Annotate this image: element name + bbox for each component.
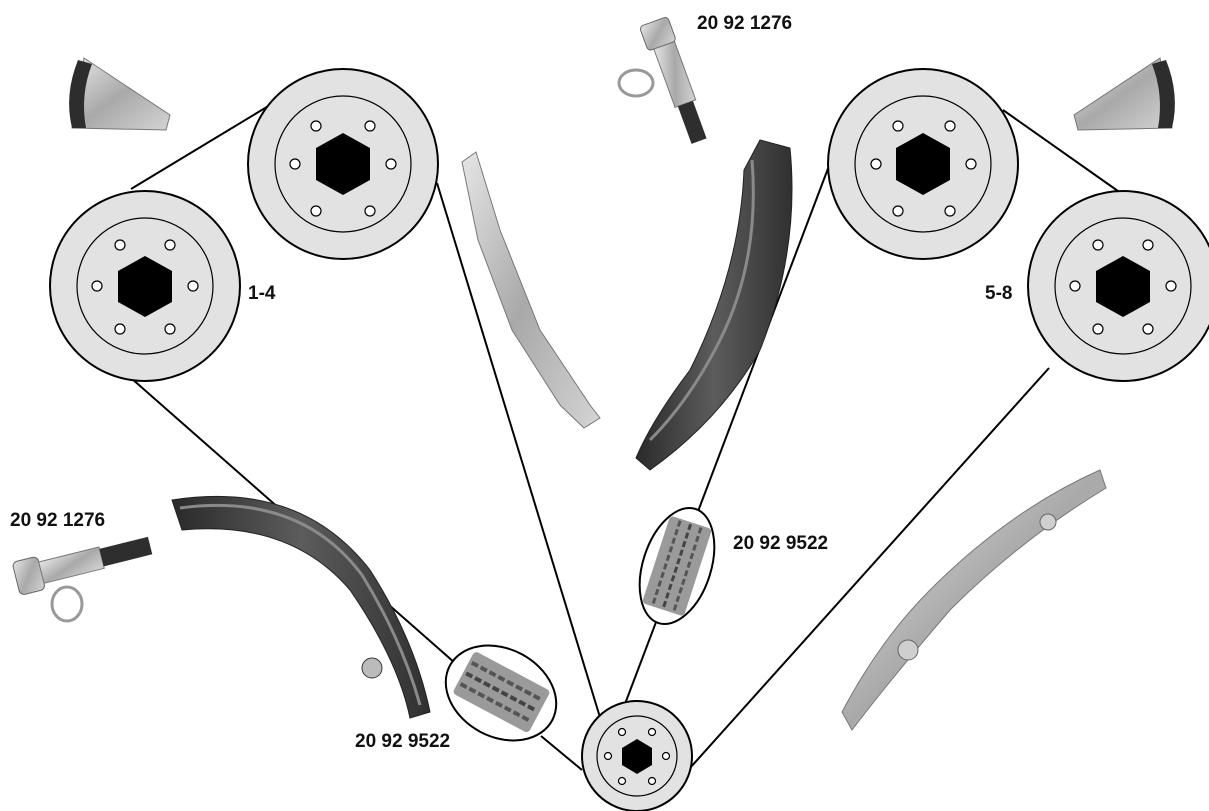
chain-tensioner-block-left [69,58,170,130]
guide-rail-lower-left [172,496,430,718]
cylinder-bank-label-left: 1-4 [248,283,276,304]
chain-tensioner-piston-left [12,529,154,621]
chain-links-bottom [429,627,573,759]
part-number-tensioner-left: 20 92 1276 [10,510,105,531]
guide-rail-center-right [636,140,792,470]
camshaft-sprocket-left-upper [248,69,438,259]
chain-links-right [626,498,728,633]
crankshaft-sprocket [582,701,692,811]
guide-rail-center-left [462,152,600,428]
chain-tensioner-piston-top [619,16,711,147]
part-number-chain-links-right: 20 92 9522 [733,533,828,554]
part-number-chain-links-bottom: 20 92 9522 [355,731,450,752]
chain-tensioner-block-right [1074,58,1175,130]
camshaft-sprocket-right-upper [828,69,1018,259]
camshaft-sprocket-left-lower [50,191,240,381]
cylinder-bank-label-right: 5-8 [985,283,1012,304]
tensioner-rail-lower-right [842,470,1106,730]
part-number-tensioner-top: 20 92 1276 [697,13,792,34]
camshaft-sprocket-right-lower [1028,191,1209,381]
